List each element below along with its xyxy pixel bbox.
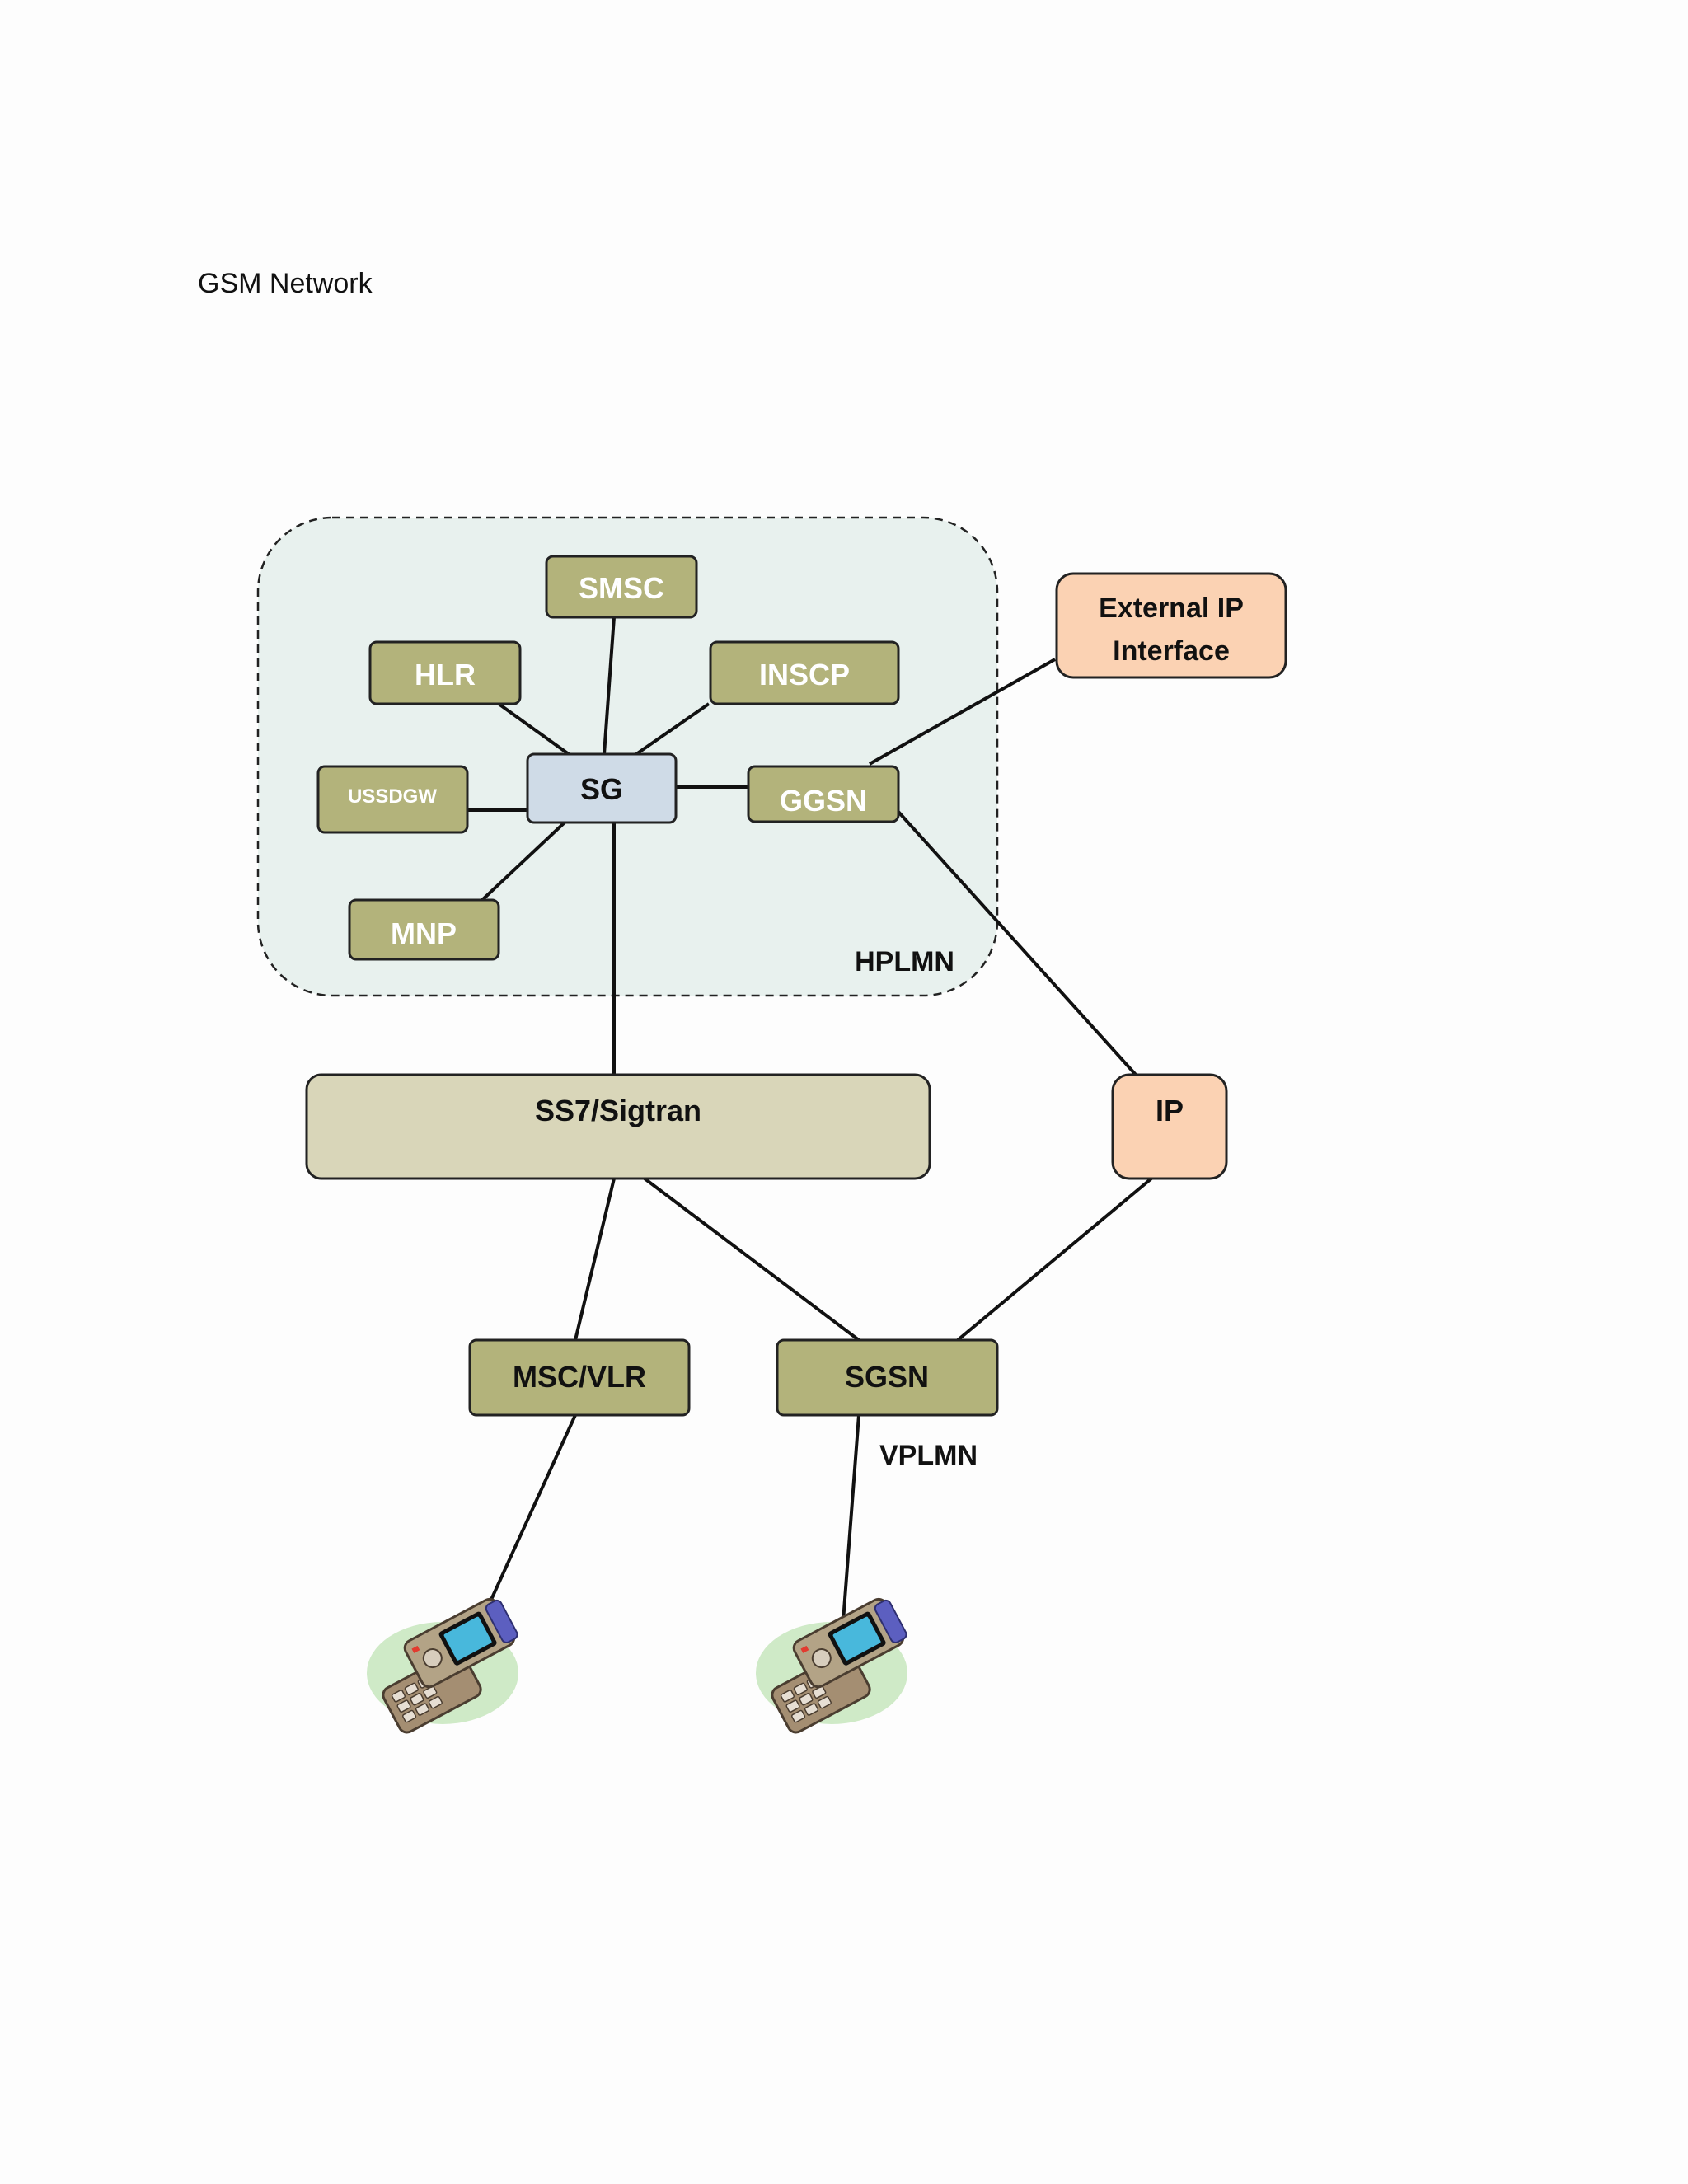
external-ip-label-line2: Interface (1113, 635, 1230, 667)
edge-inscp-sg (635, 702, 710, 756)
hlr-node: HLR (368, 640, 522, 705)
connections (466, 616, 1153, 1633)
ussdgw-label: USSDGW (348, 785, 437, 808)
edge-ggsn-extip (869, 658, 1056, 766)
edge-hlr-sg (497, 702, 570, 756)
hlr-label: HLR (415, 658, 476, 691)
sg-label: SG (580, 772, 623, 806)
sgsn-label: SGSN (845, 1360, 929, 1394)
sg-node: SG (526, 752, 678, 824)
edge-ss7-sgsn (643, 1177, 860, 1342)
external-ip-label-line1: External IP (1099, 593, 1244, 624)
ggsn-node: GGSN (747, 765, 900, 823)
vplmn-label: VPLMN (879, 1440, 978, 1471)
mobile-phone-icon (364, 1592, 536, 1737)
inscp-label: INSCP (759, 658, 850, 691)
edge-ggsn-ip (897, 810, 1137, 1076)
ss7-sigtran-label: SS7/Sigtran (535, 1094, 701, 1127)
edge-ss7-msc (574, 1178, 616, 1341)
mobile-phone-icon (753, 1592, 925, 1737)
edge-msc-phone (481, 1414, 577, 1620)
ip-label: IP (1156, 1094, 1184, 1127)
hplmn-label: HPLMN (855, 946, 954, 977)
external-ip-interface-node: External IP Interface (1055, 572, 1287, 679)
edge-sgsn-phone (841, 1414, 860, 1633)
msc-vlr-node: MSC/VLR (468, 1338, 691, 1417)
smsc-node: SMSC (545, 555, 698, 619)
sgsn-node: SGSN (776, 1338, 999, 1417)
edge-ip-sgsn (956, 1177, 1153, 1342)
ip-node: IP (1111, 1073, 1228, 1180)
mnp-label: MNP (391, 916, 457, 950)
ggsn-label: GGSN (780, 784, 867, 818)
smsc-label: SMSC (579, 571, 664, 605)
inscp-node: INSCP (709, 640, 900, 705)
edge-smsc-sg (603, 616, 616, 755)
mnp-node: MNP (348, 898, 500, 961)
ussdgw-node: USSDGW (316, 765, 469, 834)
msc-vlr-label: MSC/VLR (513, 1360, 646, 1394)
page-title: GSM Network (198, 268, 373, 299)
edge-mnp-sg (481, 821, 566, 902)
ss7-sigtran-bus: SS7/Sigtran (305, 1073, 931, 1180)
